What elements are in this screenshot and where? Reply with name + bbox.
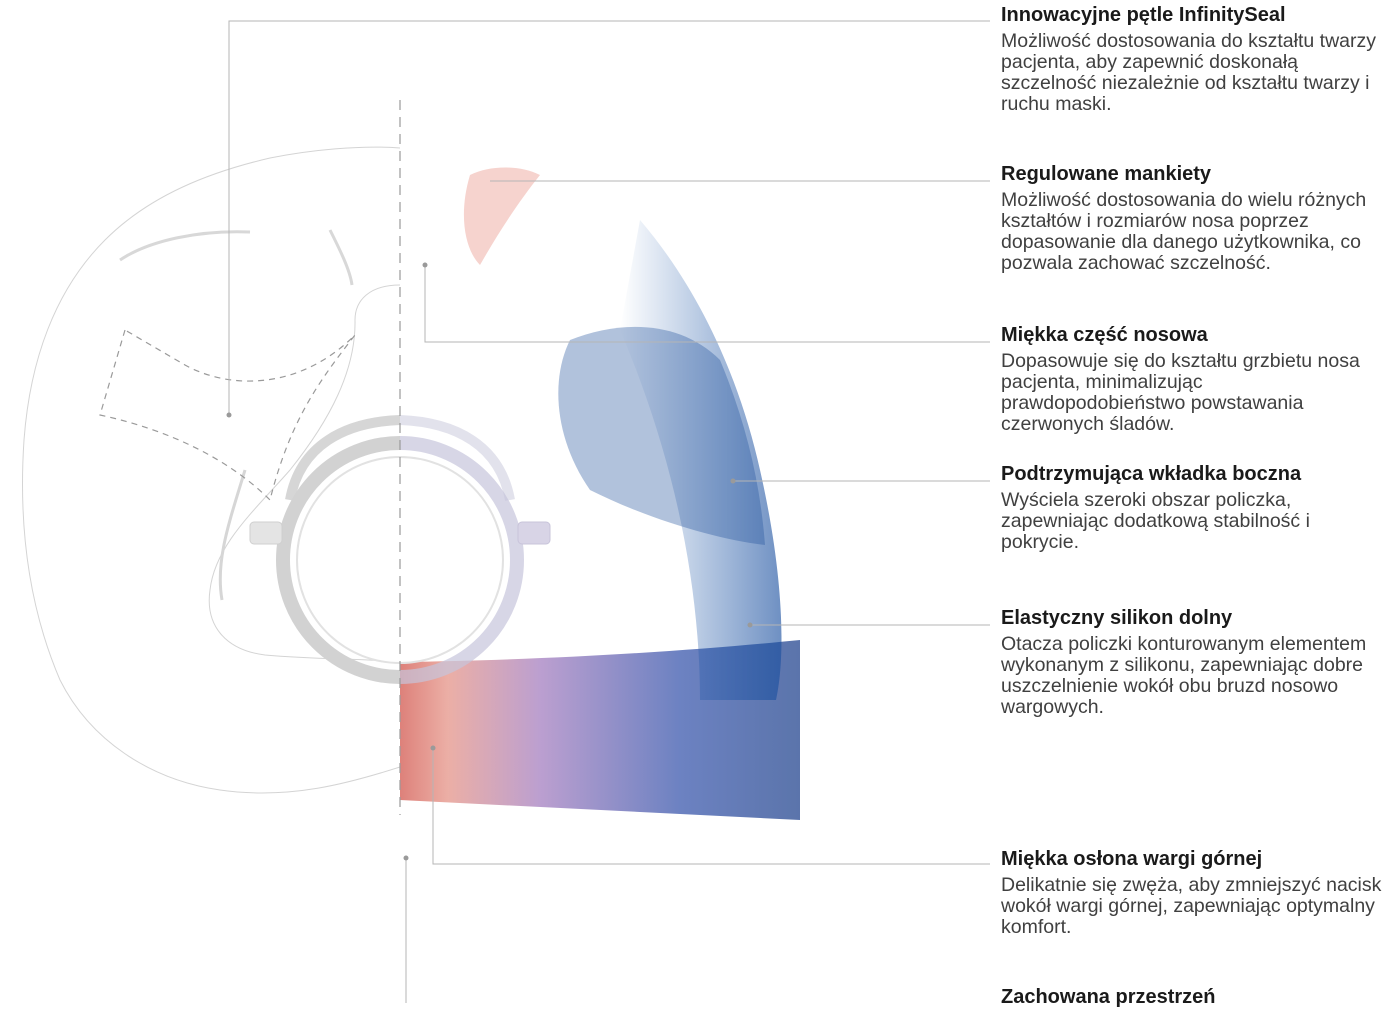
feature-description: Dopasowuje się do kształtu grzbietu nosa… (1001, 351, 1385, 435)
feature-description: Delikatnie się zwęża, aby zmniejszyć nac… (1001, 875, 1385, 938)
feature-mankiety: Regulowane mankiety Możliwość dostosowan… (1001, 162, 1385, 274)
feature-title: Podtrzymująca wkładka boczna (1001, 462, 1385, 486)
callout-dot-silikon (748, 623, 753, 628)
feature-title: Miękka osłona wargi górnej (1001, 847, 1385, 871)
callout-dot-nosowa (423, 263, 428, 268)
callout-dot-wkladka (731, 479, 736, 484)
feature-description: Możliwość dostosowania do kształtu twarz… (1001, 31, 1385, 115)
feature-description: Możliwość dostosowania do wielu różnych … (1001, 190, 1385, 274)
feature-description: Otacza policzki konturowanym elementem w… (1001, 634, 1385, 718)
feature-title: Elastyczny silikon dolny (1001, 606, 1385, 630)
feature-wkladka-boczna: Podtrzymująca wkładka boczna Wyściela sz… (1001, 462, 1385, 553)
feature-silikon-dolny: Elastyczny silikon dolny Otacza policzki… (1001, 606, 1385, 718)
feature-title: Zachowana przestrzeń (1001, 985, 1385, 1009)
feature-infinityseal: Innowacyjne pętle InfinitySeal Możliwość… (1001, 3, 1385, 115)
feature-zachowana-przestrzen: Zachowana przestrzeń (1001, 985, 1385, 1009)
feature-czesc-nosowa: Miękka część nosowa Dopasowuje się do ks… (1001, 323, 1385, 435)
callout-dot-przestrzen (404, 856, 409, 861)
callout-dot-warga (431, 746, 436, 751)
feature-title: Innowacyjne pętle InfinitySeal (1001, 3, 1385, 27)
feature-title: Miękka część nosowa (1001, 323, 1385, 347)
feature-oslona-wargi: Miękka osłona wargi górnej Delikatnie si… (1001, 847, 1385, 938)
feature-title: Regulowane mankiety (1001, 162, 1385, 186)
feature-description: Wyściela szeroki obszar policzka, zapewn… (1001, 490, 1385, 553)
callout-dot-infinityseal (227, 413, 232, 418)
